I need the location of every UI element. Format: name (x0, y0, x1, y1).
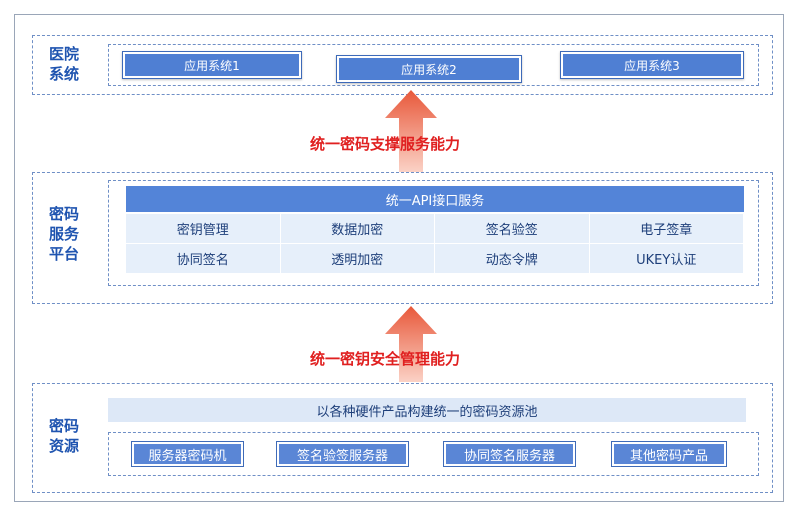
platform-label: 密码 服务 平台 (44, 204, 84, 264)
api-service-bar: 统一API接口服务 (126, 186, 744, 212)
resources-layer (32, 383, 773, 493)
service-key-management[interactable]: 密钥管理 (126, 214, 281, 244)
app-system-3[interactable]: 应用系统3 (560, 51, 744, 79)
service-data-encryption[interactable]: 数据加密 (280, 214, 435, 244)
product-collab-sign-server[interactable]: 协同签名服务器 (443, 441, 576, 467)
platform-label-line3: 平台 (48, 245, 79, 263)
up-arrow-top (385, 90, 437, 172)
services-grid: 密钥管理 数据加密 签名验签 电子签章 协同签名 透明加密 动态令牌 UKEY认… (126, 214, 744, 274)
resources-label: 密码 资源 (44, 416, 84, 456)
service-dynamic-token[interactable]: 动态令牌 (435, 244, 590, 274)
service-collab-sign[interactable]: 协同签名 (126, 244, 281, 274)
capability-top-label: 统一密码支撑服务能力 (310, 135, 461, 153)
products-container (108, 432, 759, 476)
platform-layer (32, 172, 773, 304)
platform-label-line1: 密码 (48, 205, 79, 223)
app-system-1[interactable]: 应用系统1 (122, 51, 302, 79)
product-sign-verify-server[interactable]: 签名验签服务器 (276, 441, 409, 467)
hospital-layer (32, 35, 773, 95)
platform-label-line2: 服务 (48, 225, 79, 243)
hospital-label: 医院 系统 (44, 44, 84, 84)
service-ukey-auth[interactable]: UKEY认证 (589, 244, 744, 274)
service-e-seal[interactable]: 电子签章 (589, 214, 744, 244)
resource-pool-bar: 以各种硬件产品构建统一的密码资源池 (108, 398, 746, 422)
product-other-crypto[interactable]: 其他密码产品 (611, 441, 727, 467)
platform-container (108, 180, 759, 286)
resources-label-line2: 资源 (48, 437, 79, 455)
hospital-label-line2: 系统 (48, 65, 79, 83)
resources-label-line1: 密码 (48, 417, 79, 435)
product-crypto-machine[interactable]: 服务器密码机 (131, 441, 244, 467)
capability-bottom-label: 统一密钥安全管理能力 (310, 350, 461, 368)
service-transparent-encryption[interactable]: 透明加密 (280, 244, 435, 274)
up-arrow-bottom (385, 306, 437, 382)
hospital-label-line1: 医院 (48, 45, 79, 63)
service-sign-verify[interactable]: 签名验签 (435, 214, 590, 244)
apps-container (108, 44, 759, 86)
app-system-2[interactable]: 应用系统2 (336, 55, 522, 83)
